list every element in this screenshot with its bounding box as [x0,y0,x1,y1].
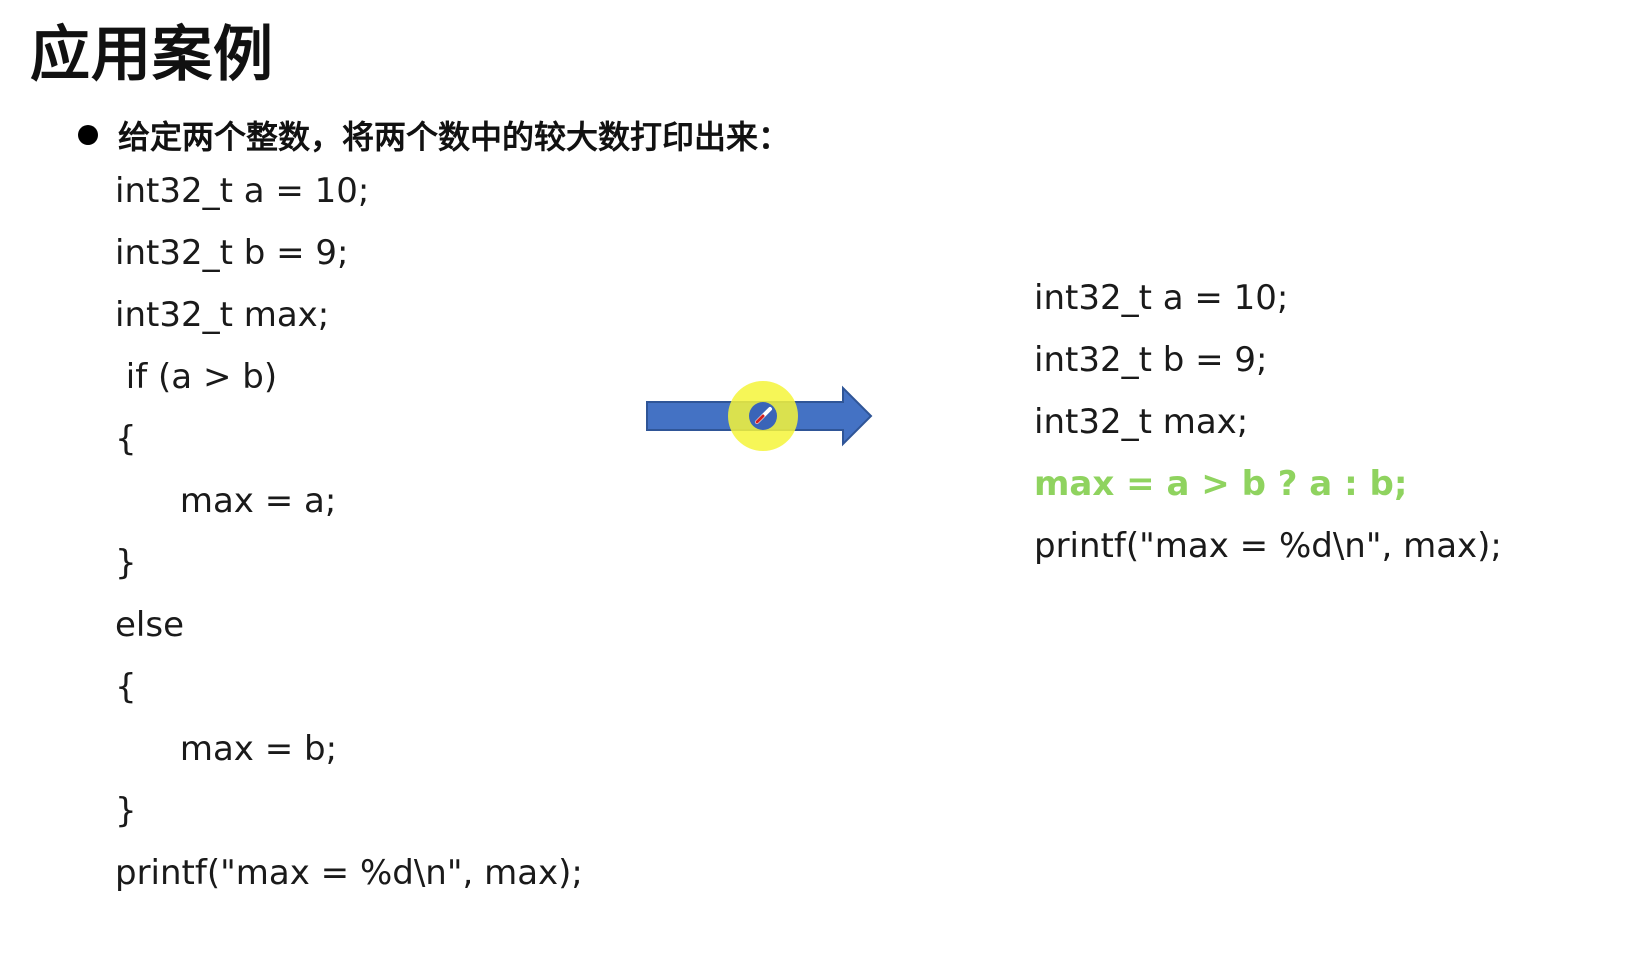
transform-arrow [645,380,875,452]
code-line: printf("max = %d\n", max); [1034,526,1502,566]
bullet-item: 给定两个整数，将两个数中的较大数打印出来： [78,112,790,158]
code-block-if-else: int32_t a = 10; int32_t b = 9; int32_t m… [115,160,583,904]
code-line: max = b; [115,729,338,769]
bullet-text: 给定两个整数，将两个数中的较大数打印出来： [118,118,791,156]
code-line: { [115,667,137,707]
code-line-ternary-highlight: max = a > b ? a : b; [1034,464,1408,504]
code-line: { [115,419,137,459]
code-line: printf("max = %d\n", max); [115,853,583,893]
code-line: int32_t max; [1034,402,1249,442]
code-line: int32_t a = 10; [1034,278,1289,318]
slide-title: 应用案例 [30,20,274,90]
code-line: int32_t b = 9; [115,233,349,273]
code-line: } [115,543,137,583]
code-line: else [115,605,184,645]
code-block-ternary: int32_t a = 10; int32_t b = 9; int32_t m… [1034,267,1502,577]
code-line: int32_t a = 10; [115,171,370,211]
code-line: int32_t b = 9; [1034,340,1268,380]
code-line: int32_t max; [115,295,330,335]
code-line: } [115,791,137,831]
pen-cursor-icon [728,381,798,451]
code-line: max = a; [115,481,337,521]
right-arrow-icon [646,381,873,451]
bullet-dot-icon [78,125,98,145]
code-line: if (a > b) [115,357,278,397]
